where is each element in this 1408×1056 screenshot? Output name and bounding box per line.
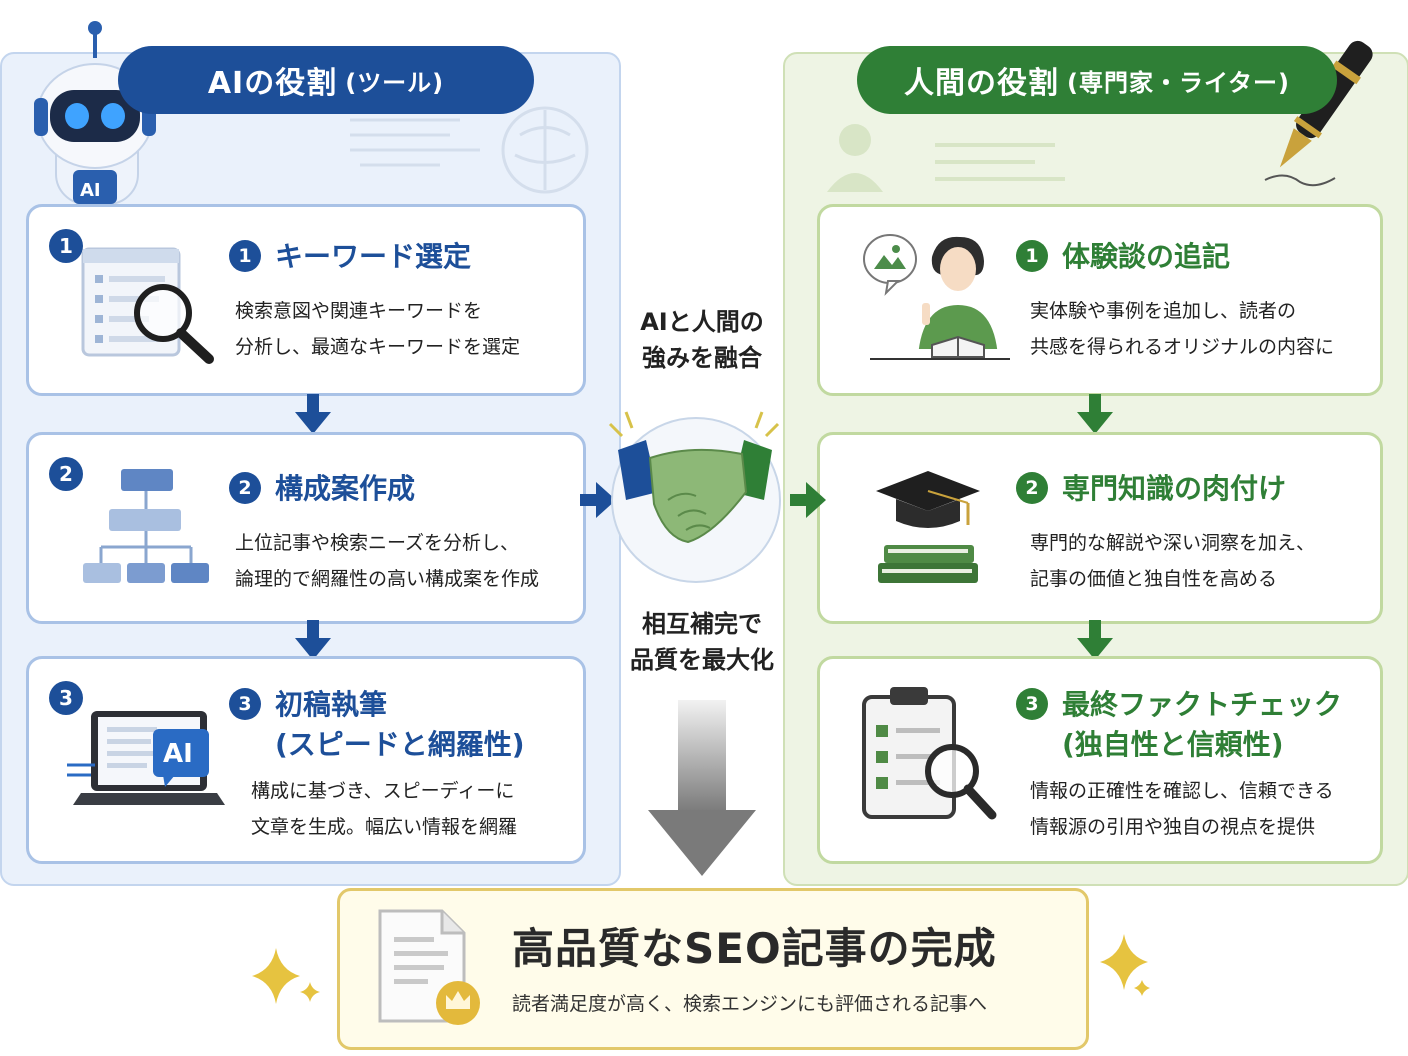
human-step-title-3-line-2: (独自性と信頼性) [1062, 728, 1284, 761]
center-top-line-2: 強みを融合 [642, 344, 762, 372]
ai-step-title-2: 構成案作成 [275, 472, 416, 505]
ai-step-desc-3: 構成に基づき、スピーディーに 文章を生成。幅広い情報を網羅 [251, 773, 517, 845]
robot-icon [34, 21, 156, 205]
ai-banner-title: AIの役割 [207, 66, 338, 101]
center-bottom-line-2: 品質を最大化 [630, 646, 774, 674]
center-top-caption: AIと人間の 強みを融合 [622, 304, 782, 376]
ai-step-badge-3: 3 [49, 681, 83, 715]
center-to-human-arrow [790, 482, 826, 518]
ai-step-title-row-1: 1 キーワード選定 [229, 237, 471, 277]
ai-step-desc-2-line-1: 上位記事や検索ニーズを分析し、 [235, 532, 520, 554]
center-bottom-caption: 相互補完で 品質を最大化 [622, 606, 782, 678]
ai-step-title-row-3: 3 初稿執筆 (スピードと網羅性) [229, 685, 525, 765]
search-list-icon [81, 247, 214, 364]
ai-step-desc-1-line-2: 分析し、最適なキーワードを選定 [235, 336, 521, 358]
ai-arrow-down-1 [295, 394, 331, 434]
human-step-number-3: 3 [1016, 688, 1048, 720]
human-step-number-1: 1 [1016, 240, 1048, 272]
sparkle-icon-right [1100, 934, 1150, 996]
clipboard-check-icon [862, 687, 997, 820]
final-result-box: 高品質なSEO記事の完成 読者満足度が高く、検索エンジンにも評価される記事へ [337, 888, 1089, 1050]
document-crown-icon [378, 909, 480, 1025]
human-arrow-down-2 [1077, 620, 1113, 660]
human-step-card-1: 1 体験談の追記 実体験や事例を追加し、読者の 共感を得られるオリジナルの内容に [817, 204, 1383, 396]
sparkle-icon-left [252, 948, 320, 1004]
human-step-desc-3: 情報の正確性を確認し、信頼できる 情報源の引用や独自の視点を提供 [1030, 773, 1334, 845]
ai-background-sketch [350, 106, 589, 194]
human-step-number-2: 2 [1016, 472, 1048, 504]
human-arrow-down-1 [1077, 394, 1113, 434]
flowchart-icon [83, 469, 209, 583]
ai-step-card-1: 1 1 キーワード選定 検索意図や関連キーワードを 分析し、最適なキーワードを選… [26, 204, 586, 396]
ai-step-card-2: 2 2 構成案作成 上位記事や検索ニーズを分析し、 論理的で網羅性の高い構成案を… [26, 432, 586, 624]
final-result-subtitle: 読者満足度が高く、検索エンジンにも評価される記事へ [512, 993, 988, 1015]
center-big-arrow-down [648, 700, 756, 876]
human-step-desc-1: 実体験や事例を追加し、読者の 共感を得られるオリジナルの内容に [1030, 293, 1334, 365]
human-step-title-row-3: 3 最終ファクトチェック (独自性と信頼性) [1016, 685, 1342, 765]
human-step-desc-3-line-2: 情報源の引用や独自の視点を提供 [1030, 816, 1316, 838]
ai-step-desc-2: 上位記事や検索ニーズを分析し、 論理的で網羅性の高い構成案を作成 [235, 525, 539, 597]
ai-step-card-3: 3 AI 3 初稿執筆 (スピードと網羅性) 構成に基づき、スピーディーに 文章… [26, 656, 586, 864]
human-step-title-2: 専門知識の肉付け [1062, 472, 1287, 505]
ai-role-banner: AIの役割 (ツール) [118, 46, 534, 114]
human-step-desc-2-line-1: 専門的な解説や深い洞察を加え、 [1030, 532, 1316, 554]
ai-arrow-down-2 [295, 620, 331, 660]
human-step-card-3: 3 最終ファクトチェック (独自性と信頼性) 情報の正確性を確認し、信頼できる … [817, 656, 1383, 864]
ai-step-desc-3-line-1: 構成に基づき、スピーディーに [251, 780, 515, 802]
human-step-desc-3-line-1: 情報の正確性を確認し、信頼できる [1030, 780, 1334, 802]
ai-step-desc-1-line-1: 検索意図や関連キーワードを [235, 300, 483, 322]
human-background-sketch [827, 124, 1065, 192]
ai-step-title-1: キーワード選定 [275, 240, 472, 273]
person-writing-icon [863, 234, 1010, 360]
ai-step-title-row-2: 2 構成案作成 [229, 469, 415, 509]
human-step-title-row-2: 2 専門知識の肉付け [1016, 469, 1286, 509]
human-step-desc-1-line-2: 共感を得られるオリジナルの内容に [1030, 336, 1335, 358]
human-step-title-3: 最終ファクトチェック (独自性と信頼性) [1062, 685, 1342, 765]
ai-step-number-2: 2 [229, 472, 261, 504]
ai-step-number-3: 3 [229, 688, 261, 720]
center-bottom-line-1: 相互補完で [642, 610, 762, 638]
laptop-ai-icon [67, 711, 225, 805]
graduation-books-icon [876, 471, 980, 583]
human-role-banner: 人間の役割 (専門家・ライター) [857, 46, 1337, 114]
ai-step-title-3: 初稿執筆 (スピードと網羅性) [275, 685, 525, 765]
human-step-desc-1-line-1: 実体験や事例を追加し、読者の [1030, 300, 1297, 322]
human-step-title-1: 体験談の追記 [1062, 240, 1231, 273]
ai-step-title-3-line-2: (スピードと網羅性) [275, 728, 525, 761]
ai-step-number-1: 1 [229, 240, 261, 272]
ai-step-badge-1: 1 [49, 229, 83, 263]
laptop-ai-badge: AI [163, 739, 193, 769]
human-step-desc-2-line-2: 記事の価値と独自性を高める [1030, 568, 1278, 590]
human-step-title-3-line-1: 最終ファクトチェック [1062, 688, 1343, 721]
center-top-line-1: AIと人間の [640, 308, 764, 336]
ai-banner-subtitle: (ツール) [345, 68, 445, 97]
ai-step-desc-3-line-2: 文章を生成。幅広い情報を網羅 [251, 816, 518, 838]
ai-step-title-3-line-1: 初稿執筆 [275, 688, 388, 721]
ai-step-desc-1: 検索意図や関連キーワードを 分析し、最適なキーワードを選定 [235, 293, 520, 365]
human-step-title-row-1: 1 体験談の追記 [1016, 237, 1230, 277]
ai-step-badge-2: 2 [49, 457, 83, 491]
ai-to-center-arrow [580, 482, 616, 518]
ai-step-desc-2-line-2: 論理的で網羅性の高い構成案を作成 [235, 568, 540, 590]
human-banner-title: 人間の役割 [904, 66, 1059, 101]
human-step-card-2: 2 専門知識の肉付け 専門的な解説や深い洞察を加え、 記事の価値と独自性を高める [817, 432, 1383, 624]
human-step-desc-2: 専門的な解説や深い洞察を加え、 記事の価値と独自性を高める [1030, 525, 1315, 597]
human-banner-subtitle: (専門家・ライター) [1067, 68, 1290, 97]
robot-badge: AI [80, 180, 101, 201]
handshake-icon [608, 411, 781, 583]
final-result-title: 高品質なSEO記事の完成 [512, 924, 997, 973]
